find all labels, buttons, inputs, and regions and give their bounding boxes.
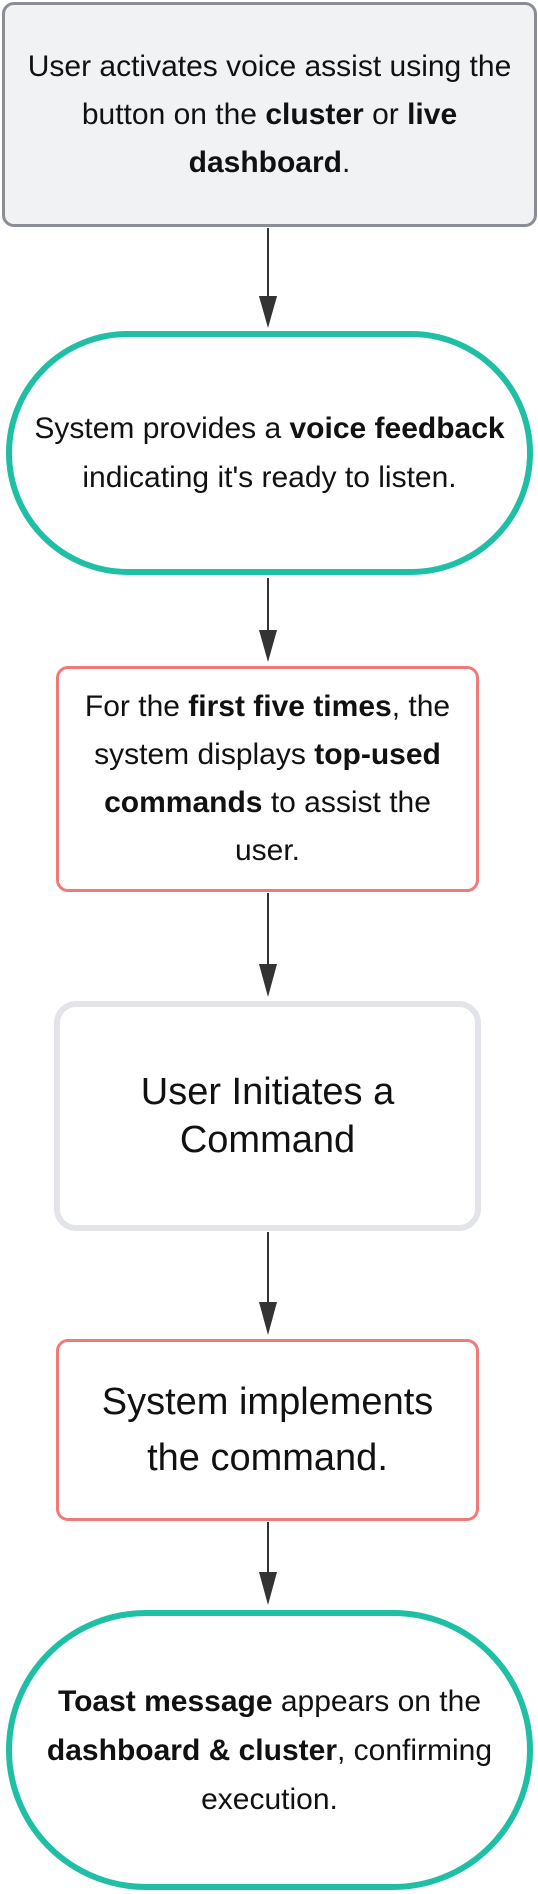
step-show-top-commands: For the first five times, the system dis… <box>56 666 479 892</box>
plain-text: appears on the <box>272 1684 482 1718</box>
plain-text: User Initiates a Command <box>140 1071 395 1161</box>
step-activate-voice-assist-text: User activates voice assist using the bu… <box>13 43 526 187</box>
arrow-1-2 <box>259 228 277 328</box>
plain-text: . <box>342 145 351 179</box>
plain-text: System implements the command. <box>101 1381 434 1479</box>
step-system-implements-command: System implements the command. <box>56 1339 479 1521</box>
emphasis-text: cluster <box>265 97 364 131</box>
step-toast-message-text: Toast message appears on the dashboard &… <box>42 1677 497 1824</box>
plain-text: For the <box>84 690 189 723</box>
plain-text: to assist the user. <box>234 786 431 867</box>
emphasis-text: Toast message <box>57 1684 273 1718</box>
plain-text: indicating it's ready to listen. <box>82 461 457 494</box>
step-toast-message: Toast message appears on the dashboard &… <box>6 1610 533 1890</box>
step-activate-voice-assist: User activates voice assist using the bu… <box>2 2 537 227</box>
arrow-3-4 <box>259 893 277 997</box>
arrow-5-6 <box>259 1522 277 1605</box>
emphasis-text: live dashboard <box>188 97 458 179</box>
step-voice-feedback: System provides a voice feedback indicat… <box>6 331 533 575</box>
step-user-initiates-command-text: User Initiates a Command <box>74 1068 461 1164</box>
step-show-top-commands-text: For the first five times, the system dis… <box>73 683 462 875</box>
emphasis-text: voice feedback <box>289 412 505 445</box>
plain-text: or <box>363 97 408 131</box>
step-system-implements-command-text: System implements the command. <box>73 1374 462 1486</box>
plain-text: User activates voice assist using the bu… <box>27 49 512 131</box>
step-user-initiates-command: User Initiates a Command <box>54 1001 481 1231</box>
emphasis-text: first five times <box>188 690 392 723</box>
plain-text: System provides a <box>34 412 290 445</box>
plain-text: , the system displays <box>94 690 451 771</box>
plain-text: , confirming execution. <box>201 1733 493 1816</box>
step-voice-feedback-text: System provides a voice feedback indicat… <box>34 404 505 502</box>
emphasis-text: dashboard & cluster <box>46 1733 337 1767</box>
arrow-4-5 <box>259 1232 277 1335</box>
emphasis-text: top-used commands <box>104 738 441 819</box>
arrow-2-3 <box>259 578 277 662</box>
